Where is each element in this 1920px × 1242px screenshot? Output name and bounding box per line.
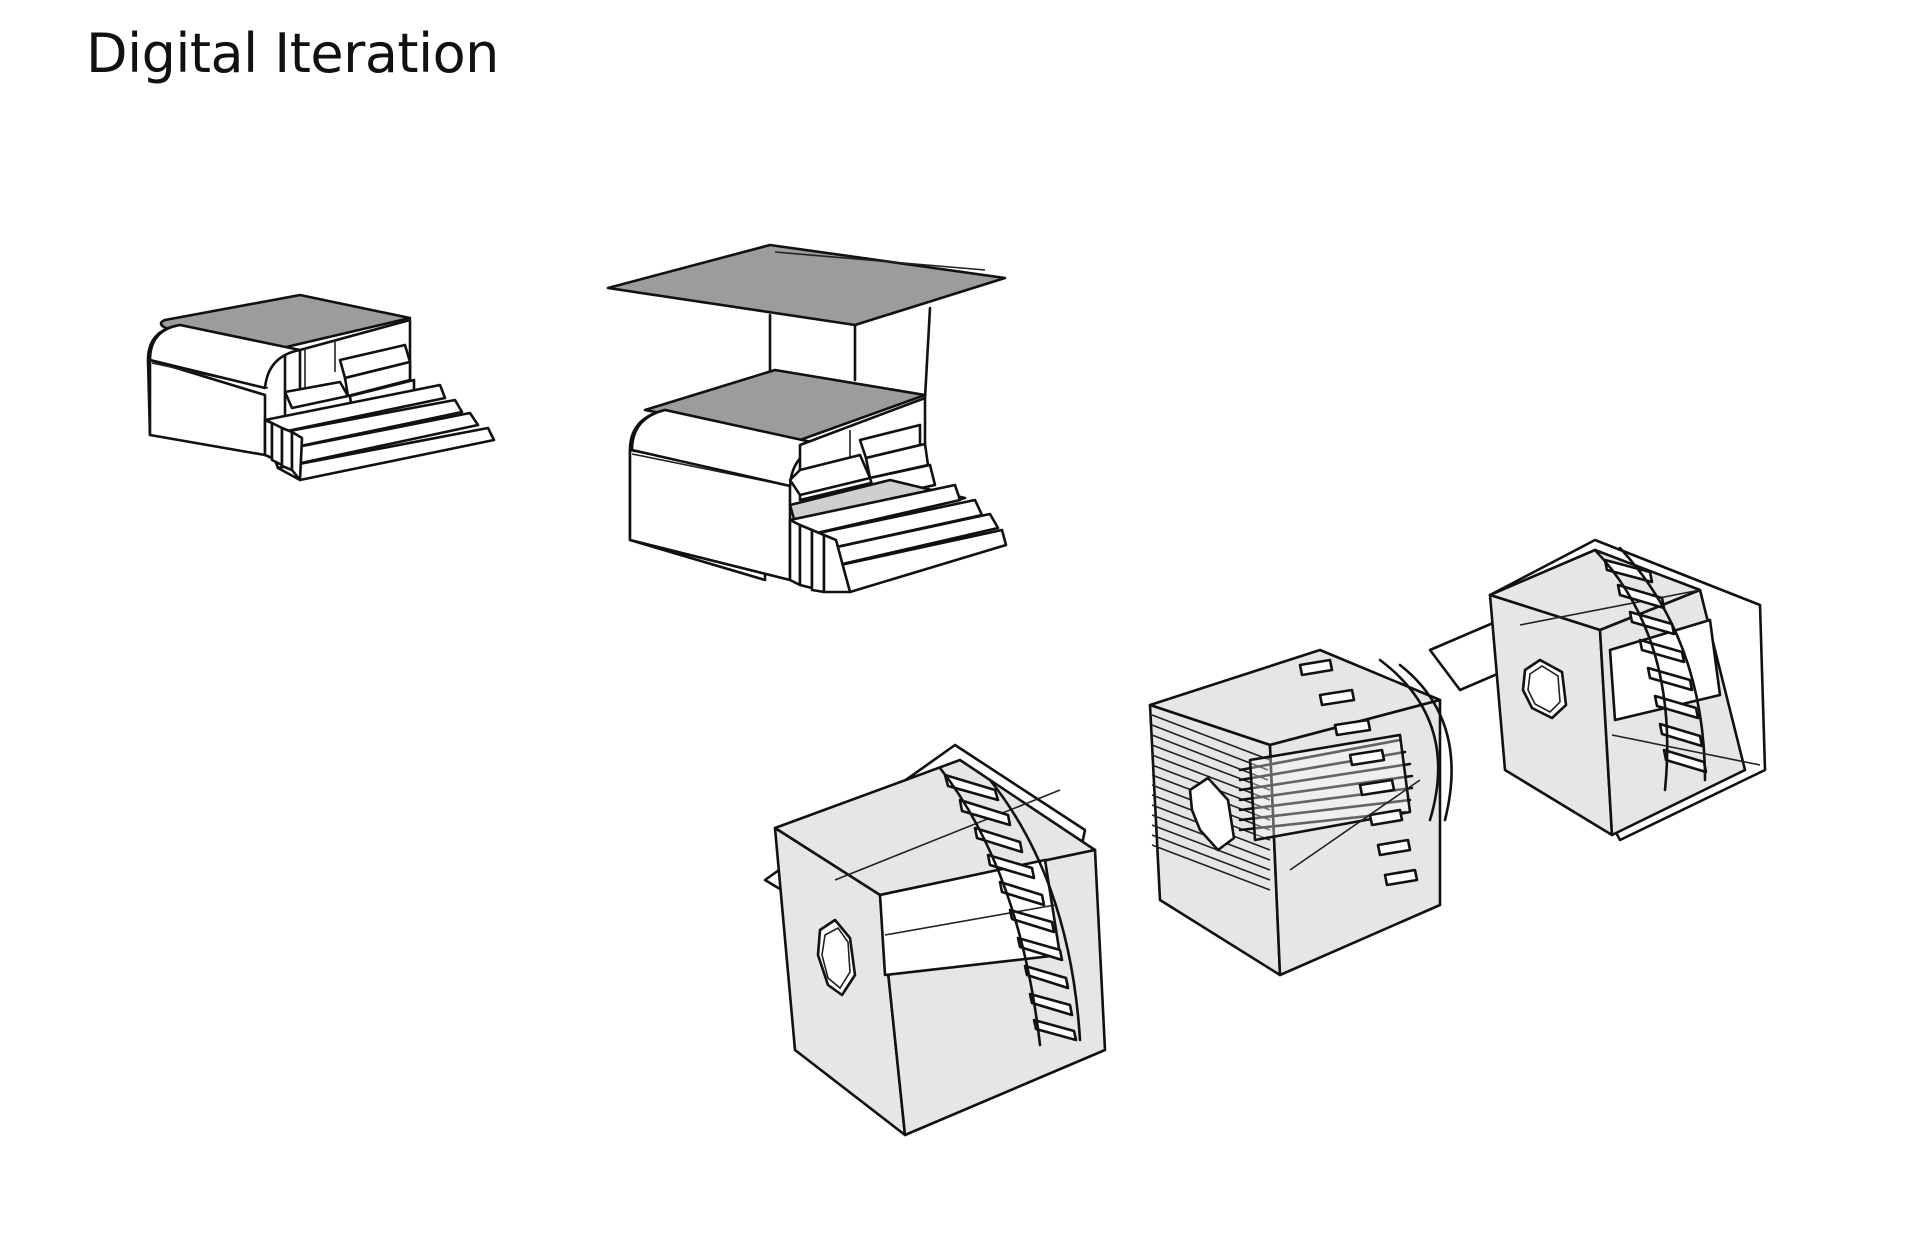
page-title: Digital Iteration [86, 22, 499, 85]
model-3-tilted-cube [763, 743, 1107, 1137]
model-2-pavilion-canopy [606, 243, 1008, 594]
model-1-pavilion [146, 293, 496, 482]
model-5-canopy-cube [1428, 538, 1767, 842]
model-4-layered-cube [1148, 648, 1453, 977]
